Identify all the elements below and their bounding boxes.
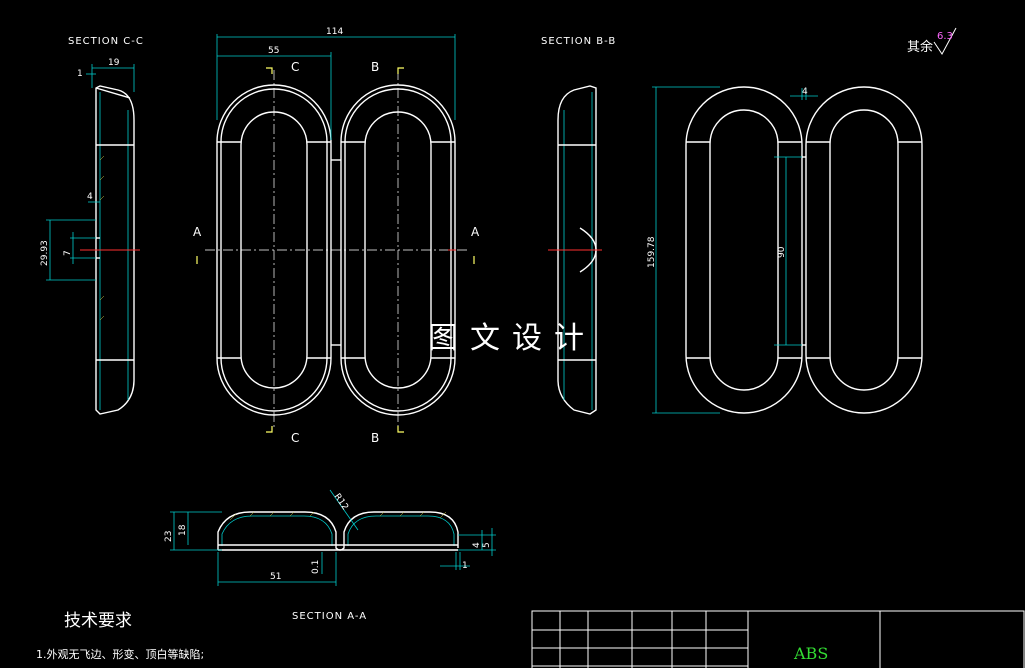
dim-side-height: 159.78: [647, 236, 657, 268]
dim-side-gap: 4: [802, 87, 808, 97]
dim-cc-height: 29.93: [40, 240, 50, 266]
watermark-text: 图文设计: [428, 321, 596, 356]
section-a-a-label: SECTION A-A: [292, 611, 367, 622]
roughness-symbol: 其余 6.3: [907, 27, 957, 55]
cut-label-b-top: B: [371, 60, 379, 74]
title-block-material: ABS: [793, 644, 828, 663]
dim-cc-wall: 1: [77, 69, 83, 79]
dim-aa-tab-w: 1: [462, 561, 468, 571]
dim-cc-notch: 4: [87, 192, 93, 202]
front-view: 114 55 C B C B A A: [193, 27, 480, 445]
dim-aa-total: 23: [164, 531, 174, 542]
right-view: 159.78 90 4: [647, 86, 923, 414]
dim-cc-depth: 19: [108, 58, 120, 68]
cut-label-c-top: C: [291, 60, 299, 74]
cut-label-a-right: A: [471, 225, 480, 239]
roughness-label: 其余: [907, 39, 933, 55]
cut-label-a-left: A: [193, 225, 202, 239]
technical-title: 技术要求: [64, 611, 132, 631]
technical-requirements: 技术要求 1.外观无飞边、形变、顶白等缺陷;: [36, 611, 204, 661]
dim-aa-width: 51: [270, 572, 281, 582]
section-c-c-label: SECTION C-C: [68, 36, 144, 47]
dim-aa-body: 18: [178, 524, 188, 536]
section-a-a-view: SECTION A-A 23 18 51 0.1 R12 4 5 1: [164, 489, 496, 622]
dim-aa-tab-h2: 5: [482, 542, 492, 548]
section-c-c-view: SECTION C-C 19 1 4 29.93 7: [40, 36, 144, 415]
dim-aa-tab-h: 4: [472, 542, 482, 548]
dim-half-width: 55: [268, 46, 279, 56]
dim-overall-width: 114: [326, 27, 343, 37]
section-b-b-view: SECTION B-B: [541, 36, 616, 415]
dim-aa-radius: R12: [332, 492, 350, 512]
title-block: ABS: [531, 610, 1025, 668]
dim-side-slot: 90: [777, 246, 787, 258]
dim-aa-gap: 0.1: [311, 560, 321, 574]
technical-item-1: 1.外观无飞边、形变、顶白等缺陷;: [36, 647, 204, 661]
section-b-b-label: SECTION B-B: [541, 36, 616, 47]
roughness-value: 6.3: [937, 31, 953, 42]
cut-label-c-bottom: C: [291, 431, 299, 445]
dim-cc-slot: 7: [63, 250, 73, 256]
cut-label-b-bottom: B: [371, 431, 379, 445]
